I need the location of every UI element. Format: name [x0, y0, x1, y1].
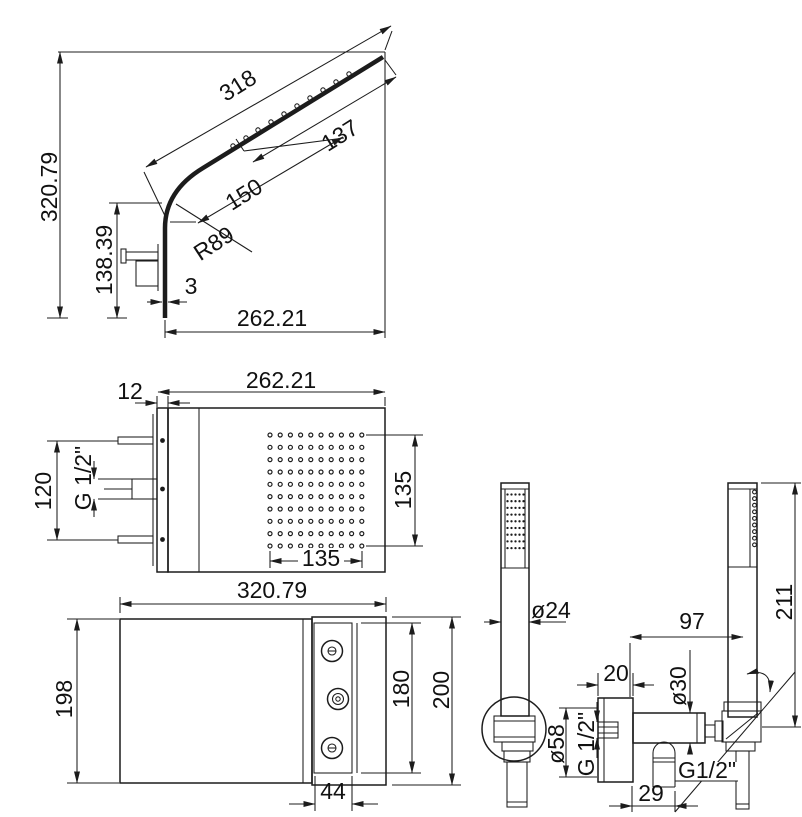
dim-plate-length: 318 — [215, 64, 261, 106]
shower-plate-profile — [162, 55, 385, 318]
jet-screw-bottom — [320, 736, 344, 760]
dim-lower-height: 138.39 — [91, 225, 117, 295]
dim-flange-depth: 20 — [603, 660, 629, 686]
dim-body-diameter: ø30 — [665, 666, 691, 706]
wall-bracket — [120, 244, 159, 291]
dim-wall-plate-thickness: 12 — [117, 378, 143, 404]
dim-flange-diameter: ø58 — [543, 724, 569, 764]
hand-shower-handle-front — [506, 761, 528, 808]
dim-wall-clearance: 97 — [679, 608, 705, 634]
dim-bend-radius: R89 — [189, 221, 239, 266]
head-end-cap — [311, 616, 387, 786]
hand-shower-spray-dots — [506, 493, 525, 550]
wall-thread-socket — [597, 721, 619, 739]
swivel-arrow — [746, 668, 774, 693]
hand-shower-wand-side — [727, 482, 758, 718]
valve-body — [632, 712, 706, 744]
shower-body-top — [119, 618, 313, 784]
jet-panel — [313, 622, 353, 774]
dim-hose-thread: G1/2" — [678, 757, 736, 783]
dim-body-width: 198 — [51, 680, 77, 718]
mount-pin-bottom — [117, 535, 154, 544]
hand-shower-front-view: ø24 — [481, 482, 571, 808]
top-view: 320.79 198 180 200 44 — [51, 577, 461, 811]
dim-outlet-offset: 29 — [638, 780, 664, 806]
spray-hole-grid — [267, 432, 365, 549]
jet-screw-top — [320, 639, 344, 663]
dim-inlet-thread: G 1/2" — [70, 446, 96, 510]
dim-wand-diameter: ø24 — [531, 597, 571, 623]
dim-lower-length: 150 — [221, 173, 267, 215]
dim-projection: 262.21 — [237, 305, 307, 331]
dim-plate-thickness: 3 — [185, 273, 198, 299]
dim-spray-field-width: 135 — [302, 545, 340, 571]
dim-jet-panel-width: 44 — [320, 778, 346, 804]
pivot-indicator-line — [674, 671, 796, 813]
dim-jet-panel-length: 180 — [388, 670, 414, 708]
dim-wall-thread: G 1/2" — [573, 712, 599, 776]
side-profile-view: 318 137 150 R89 320.79 138.39 3 262.21 — [36, 25, 397, 338]
hand-shower-side-view: 211 97 20 ø30 ø58 G 1/2" G1/2" 29 — [543, 482, 801, 813]
dim-overall-width: 262.21 — [246, 367, 316, 393]
dim-overall-height: 320.79 — [36, 152, 62, 222]
dim-overall-length: 320.79 — [237, 577, 307, 603]
mount-pin-top — [117, 436, 154, 445]
jet-center — [326, 687, 350, 711]
dim-mount-pin-spacing: 120 — [30, 472, 56, 510]
dim-wand-length: 211 — [771, 584, 797, 621]
wall-flange-side — [597, 697, 634, 783]
holder-flange-front — [481, 696, 547, 762]
wand-nozzle-profile — [752, 489, 757, 548]
front-view: 262.21 12 120 G 1/2" 135 135 — [30, 367, 423, 573]
holder-clamp — [493, 715, 536, 743]
dim-head-width: 200 — [428, 671, 454, 709]
dim-spray-field-height: 135 — [390, 471, 416, 509]
